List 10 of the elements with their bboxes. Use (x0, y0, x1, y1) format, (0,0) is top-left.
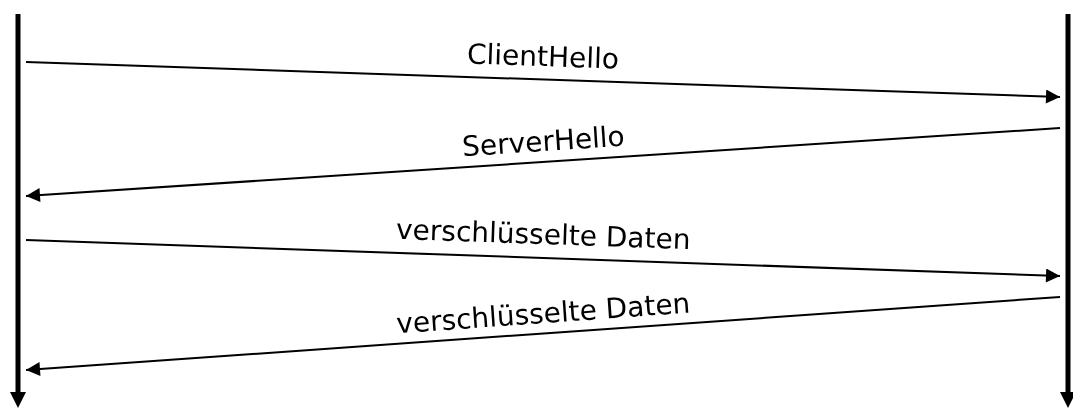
lifeline (1060, 14, 1073, 408)
lifeline (10, 14, 26, 408)
message-arrow (25, 61, 1061, 104)
edge-label: ServerHello (460, 122, 626, 162)
edge-label: verschlüsselte Daten (394, 289, 691, 338)
edge-label: verschlüsselte Daten (395, 215, 691, 255)
edge-label: ClientHello (466, 39, 620, 74)
message-arrow (25, 239, 1061, 283)
message-arrow (25, 296, 1061, 376)
message-arrow (25, 127, 1061, 203)
